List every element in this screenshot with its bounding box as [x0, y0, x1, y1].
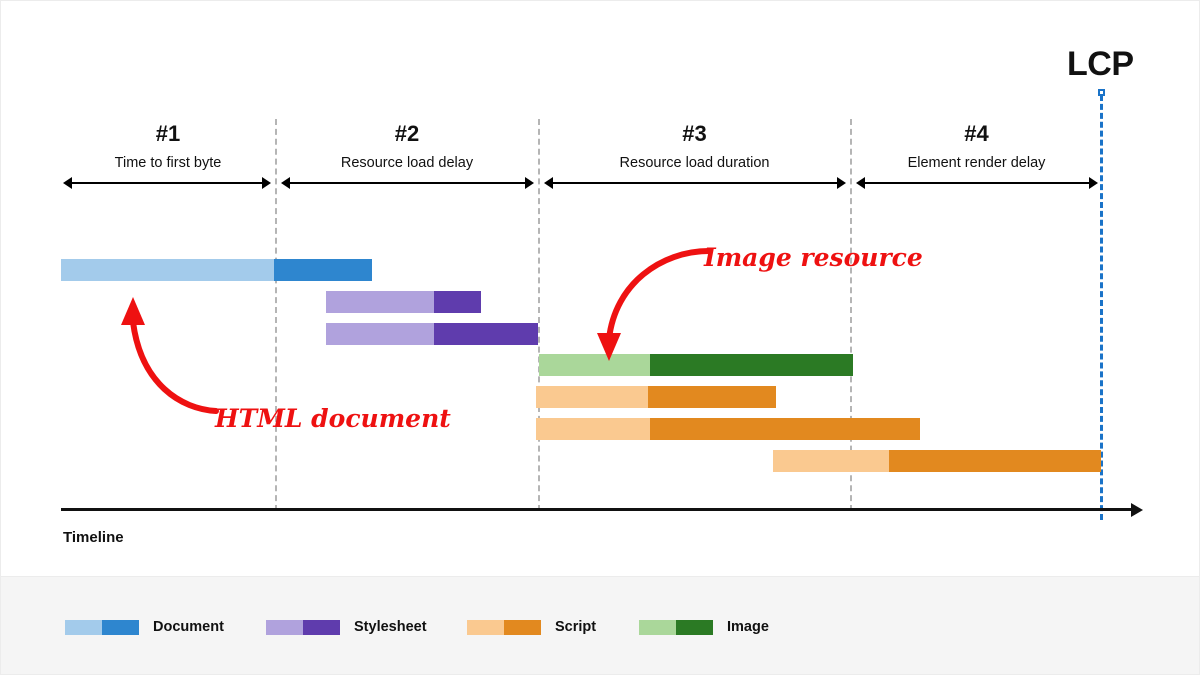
timeline-axis-label: Timeline: [63, 529, 124, 546]
phase-4: #4 Element render delay: [852, 123, 1101, 171]
phase-2-name: Resource load delay: [340, 155, 474, 171]
script-bar-2-duration-segment: [650, 418, 920, 440]
phase-3-measure-arrow: [544, 176, 846, 190]
phase-1-number: #1: [155, 121, 181, 146]
legend-label-script: Script: [555, 618, 597, 635]
phase-1-measure-arrow: [63, 176, 271, 190]
phase-4-number: #4: [964, 121, 989, 146]
arrow-head-left: [63, 177, 72, 189]
phase-4-name: Element render delay: [907, 155, 1046, 171]
phase-separator-2: [538, 119, 540, 511]
script-bar-2: [536, 418, 920, 440]
arrow-head-right: [262, 177, 271, 189]
image-resource-annotation-arrow: [597, 248, 712, 361]
arrow-shaft: [288, 182, 527, 184]
stylesheet-bar-1-delay-segment: [326, 291, 434, 313]
stylesheet-bar-2: [326, 323, 538, 345]
image-bar: [539, 354, 853, 376]
arrow-shaft: [863, 182, 1091, 184]
script-bar-2-delay-segment: [536, 418, 650, 440]
arrow-shaft: [551, 182, 839, 184]
phase-2-measure-arrow: [281, 176, 534, 190]
script-bar-3-duration-segment: [889, 450, 1101, 472]
lcp-dashed-line: [1100, 95, 1103, 520]
document-bar-delay-segment: [61, 259, 274, 281]
arrow-head-right: [525, 177, 534, 189]
legend-item-image: Image: [639, 617, 769, 637]
arrow-head-right: [1089, 177, 1098, 189]
image-resource-annotation-text: Image resource: [704, 243, 923, 272]
phase-2-number: #2: [394, 121, 420, 146]
phase-4-measure-arrow: [856, 176, 1098, 190]
image-bar-delay-segment: [539, 354, 650, 376]
stylesheet-bar-2-delay-segment: [326, 323, 434, 345]
phase-1-name: Time to first byte: [114, 155, 222, 171]
arrow-head-left: [544, 177, 553, 189]
legend-label-document: Document: [153, 618, 224, 635]
phase-3-name: Resource load duration: [619, 155, 770, 171]
timeline-axis-arrowhead: [1131, 502, 1143, 517]
legend-item-script: Script: [467, 617, 596, 637]
script-bar-1-delay-segment: [536, 386, 648, 408]
html-document-annotation-arrow: [121, 297, 219, 414]
image-color-swatch: [639, 619, 713, 635]
timeline-axis: [61, 508, 1133, 511]
stylesheet-color-swatch: [266, 619, 340, 635]
image-bar-duration-segment: [650, 354, 853, 376]
arrow-shaft: [70, 182, 264, 184]
legend-item-stylesheet: Stylesheet: [266, 617, 427, 637]
script-bar-1-duration-segment: [648, 386, 776, 408]
phase-3-number: #3: [682, 121, 707, 146]
phase-3: #3 Resource load duration: [540, 123, 849, 171]
html-document-annotation-text: HTML document: [215, 404, 451, 433]
arrow-head-left: [281, 177, 290, 189]
lcp-label: LCP: [1067, 45, 1134, 83]
document-bar: [61, 259, 372, 281]
stylesheet-bar-2-duration-segment: [434, 323, 538, 345]
phase-2: #2 Resource load delay: [277, 123, 537, 171]
legend-label-stylesheet: Stylesheet: [354, 618, 427, 635]
stylesheet-bar-1: [326, 291, 481, 313]
stylesheet-bar-1-duration-segment: [434, 291, 481, 313]
script-bar-3: [773, 450, 1101, 472]
phase-separator-3: [850, 119, 852, 511]
arrow-head-left: [856, 177, 865, 189]
arrow-head-right: [837, 177, 846, 189]
script-bar-3-delay-segment: [773, 450, 889, 472]
phase-separator-1: [275, 119, 277, 511]
document-bar-duration-segment: [274, 259, 372, 281]
legend-item-document: Document: [65, 617, 224, 637]
script-color-swatch: [467, 619, 541, 635]
script-bar-1: [536, 386, 776, 408]
document-color-swatch: [65, 619, 139, 635]
phase-1: #1 Time to first byte: [61, 123, 275, 171]
legend: Document Stylesheet Script Image: [1, 576, 1199, 674]
legend-label-image: Image: [727, 618, 769, 635]
